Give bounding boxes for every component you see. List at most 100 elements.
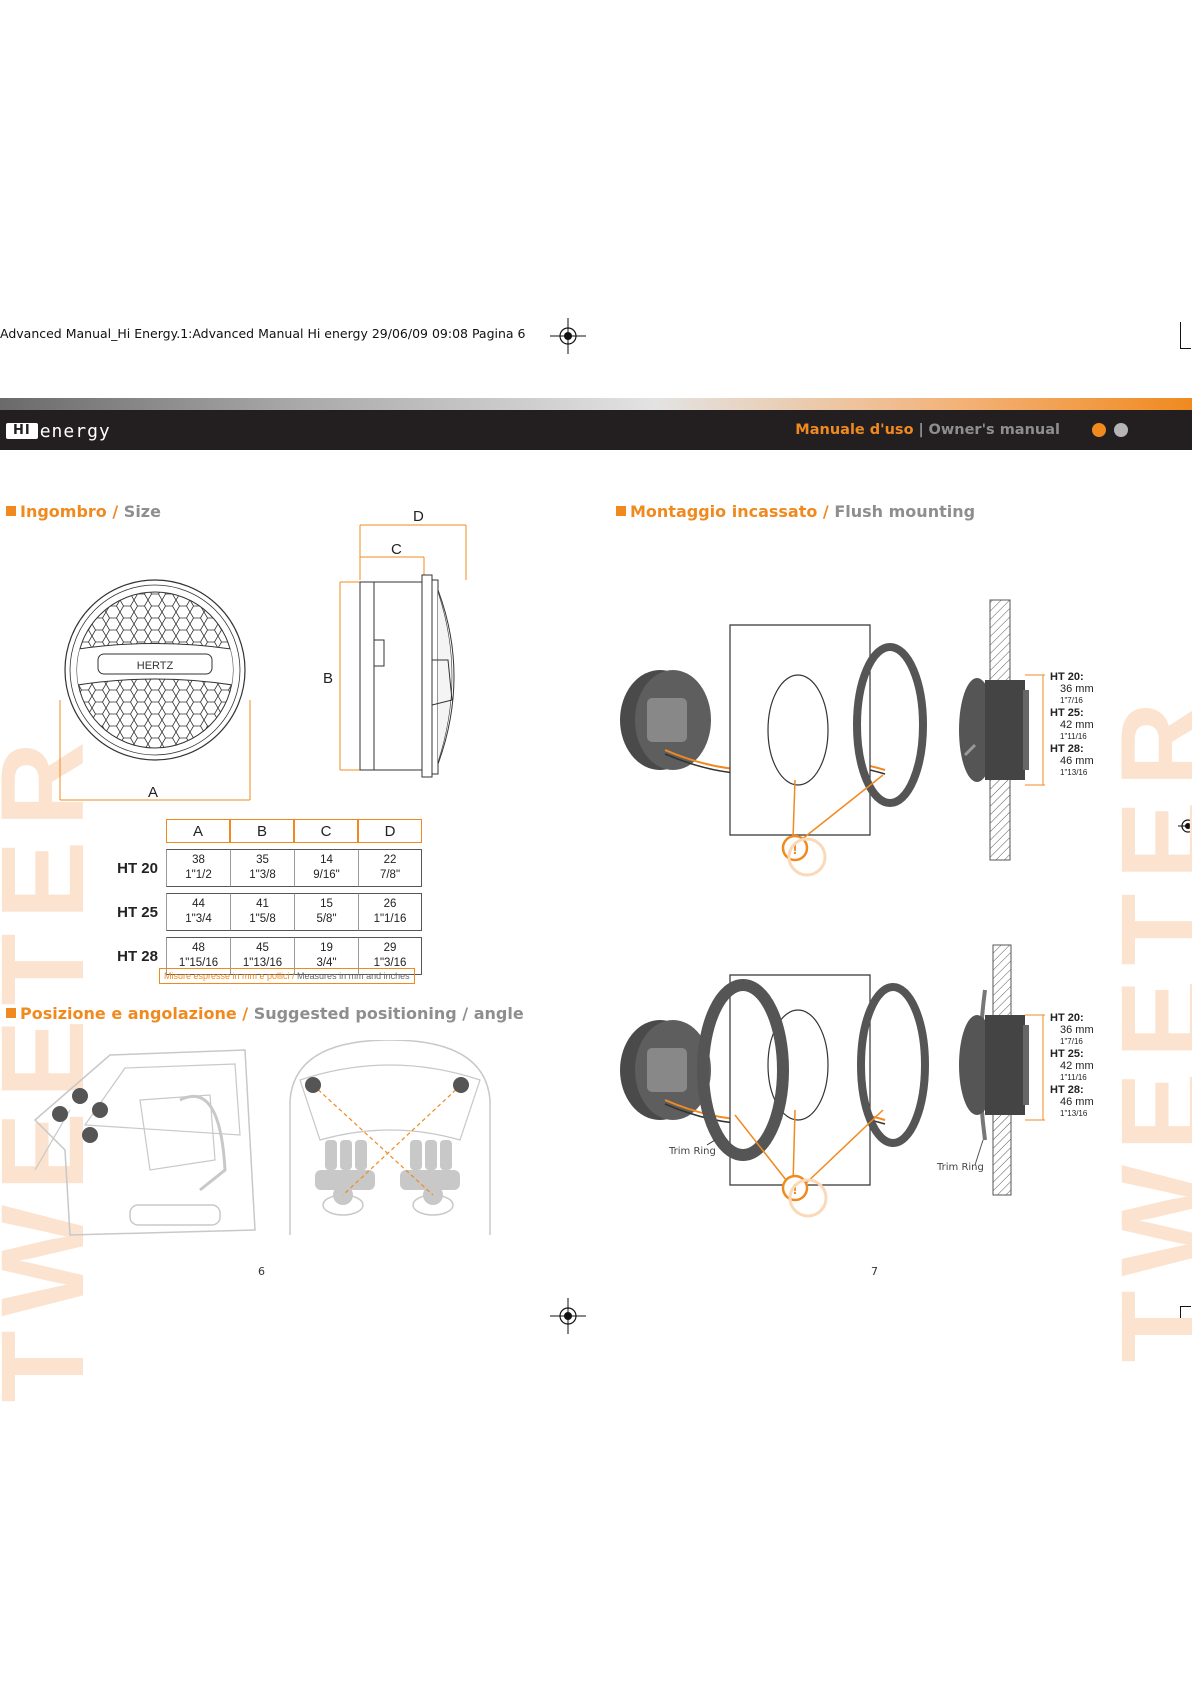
- mm-value: 48: [192, 942, 205, 954]
- inch-value: 7/8": [379, 869, 401, 881]
- size-title-it: Ingombro /: [20, 502, 119, 521]
- table-cell: 48 1"15/16: [166, 937, 230, 975]
- spec-model: HT 28:: [1050, 743, 1084, 755]
- flush-title-en: Flush mounting: [834, 502, 976, 521]
- flush-specs-top: HT 20: 36 mm 1"7/16 HT 25: 42 mm 1"11/16…: [1050, 671, 1094, 779]
- table-cell: 38 1"1/2: [166, 849, 230, 887]
- mm-value: 38: [192, 854, 205, 866]
- size-table: A B C D HT 20 38 1"1/2 35 1"3/8 14 9/16" 22…: [97, 813, 422, 981]
- section-bullet: [6, 506, 16, 516]
- spec-inch: 1"11/16: [1060, 732, 1087, 741]
- inch-value: 3/4": [316, 957, 337, 969]
- spec-model: HT 25:: [1050, 707, 1084, 719]
- mm-value: 29: [383, 942, 397, 954]
- car-top-view-illustration: [289, 1040, 491, 1235]
- spec-model: HT 25:: [1050, 1048, 1084, 1060]
- dimension-label-b: B: [323, 670, 334, 687]
- inch-value: 1"13/16: [242, 957, 283, 969]
- positioning-title-en: Suggested positioning / angle: [253, 1004, 524, 1023]
- flush-title-it: Montaggio incassato /: [630, 502, 829, 521]
- mm-value: 45: [256, 942, 269, 954]
- mm-value: 22: [383, 854, 397, 866]
- inch-value: 5/8": [316, 913, 337, 925]
- positioning-section-title: Posizione e angolazione / Suggested posi…: [6, 1004, 524, 1023]
- spec-inch: 1"7/16: [1060, 1037, 1083, 1046]
- svg-text:!: !: [793, 841, 798, 858]
- flush-mount-side-section-bottom: [959, 944, 1045, 1196]
- mm-value: 26: [383, 898, 397, 910]
- col-header-c: C: [294, 819, 358, 843]
- table-row: HT 28 48 1"15/16 45 1"13/16 19 3/4" 29 1"3/1…: [97, 937, 422, 975]
- row-model: HT 25: [117, 903, 158, 921]
- positioning-title-it: Posizione e angolazione /: [20, 1004, 249, 1023]
- hi-energy-logo: HI energy: [6, 420, 111, 442]
- table-cell: 22 7/8": [358, 849, 422, 887]
- mm-value: 35: [256, 854, 269, 866]
- size-title-en: Size: [123, 502, 161, 521]
- spec-inch: 1"13/16: [1060, 1109, 1088, 1118]
- measures-note-it: Misure espresse in mm e pollici /: [164, 971, 295, 981]
- measures-note: Misure espresse in mm e pollici / Measur…: [159, 968, 415, 984]
- mm-value: 14: [320, 854, 333, 866]
- spec-model: HT 20:: [1050, 1012, 1084, 1024]
- registration-mark-bottom: [550, 1298, 586, 1334]
- dimension-label-c: C: [391, 541, 402, 558]
- dimension-label-a: A: [148, 784, 159, 801]
- measures-note-en: Measures in mm and inches: [294, 971, 410, 981]
- size-table-corner: [97, 819, 166, 843]
- spec-inch: 1"7/16: [1060, 696, 1083, 705]
- page-dot-active: [1092, 423, 1106, 437]
- inch-value: 1"3/8: [249, 869, 276, 881]
- mm-value: 19: [320, 942, 333, 954]
- spec-mm: 42 mm: [1060, 719, 1094, 731]
- logo-energy: energy: [39, 420, 111, 442]
- svg-text:!: !: [793, 1181, 798, 1198]
- car-side-view-illustration: [33, 1049, 256, 1236]
- inch-value: 9/16": [313, 869, 340, 881]
- tweeter-side-view: [339, 524, 467, 778]
- inch-value: 1"3/16: [373, 957, 407, 969]
- inch-value: 1"1/2: [185, 869, 212, 881]
- flush-mount-side-section-top: [959, 599, 1045, 861]
- header-bar: [0, 410, 1192, 450]
- logo-hi: HI: [6, 423, 38, 439]
- grille-brand-text: HERTZ: [137, 660, 174, 672]
- mm-value: 44: [192, 898, 205, 910]
- manual-title: Manuale d'uso | Owner's manual: [795, 422, 1060, 438]
- flush-specs-bottom: HT 20: 36 mm 1"7/16 HT 25: 42 mm 1"11/16…: [1050, 1012, 1094, 1120]
- crop-mark-bottom-right: [1180, 1306, 1191, 1333]
- inch-value: 1"15/16: [178, 957, 219, 969]
- col-header-a: A: [166, 819, 230, 843]
- col-header-b: B: [230, 819, 294, 843]
- col-header-d: D: [358, 819, 422, 843]
- header-gradient-band: [0, 398, 1192, 410]
- flush-mount-diagram-bottom: !: [620, 974, 929, 1218]
- registration-mark-top: [550, 318, 586, 354]
- inch-value: 1"5/8: [249, 913, 276, 925]
- manual-title-en: Owner's manual: [928, 422, 1060, 438]
- spec-model: HT 20:: [1050, 671, 1084, 683]
- section-bullet: [616, 506, 626, 516]
- tweeter-position-markers: [52, 1088, 108, 1143]
- size-section-title: Ingombro / Size: [6, 502, 161, 521]
- spec-mm: 42 mm: [1060, 1060, 1094, 1072]
- row-model: HT 20: [117, 859, 158, 877]
- crop-mark-top-right: [1180, 322, 1191, 349]
- mm-value: 15: [320, 898, 333, 910]
- spec-model: HT 28:: [1050, 1084, 1084, 1096]
- dimension-label-d: D: [413, 508, 424, 525]
- table-cell: 15 5/8": [294, 893, 358, 931]
- page-dot-inactive: [1114, 423, 1128, 437]
- table-cell: 14 9/16": [294, 849, 358, 887]
- page-number-left: 6: [258, 1265, 265, 1278]
- watermark-right: TWEETER: [1097, 687, 1192, 1363]
- spec-inch: 1"11/16: [1060, 1073, 1087, 1082]
- table-cell: 29 1"3/16: [358, 937, 422, 975]
- mm-value: 41: [256, 898, 269, 910]
- flush-mount-diagram-top: !: [620, 624, 927, 877]
- manual-title-it: Manuale d'uso: [795, 422, 914, 438]
- tweeter-front-view: HERTZ: [59, 579, 251, 801]
- table-cell: 19 3/4": [294, 937, 358, 975]
- row-model: HT 28: [117, 947, 158, 965]
